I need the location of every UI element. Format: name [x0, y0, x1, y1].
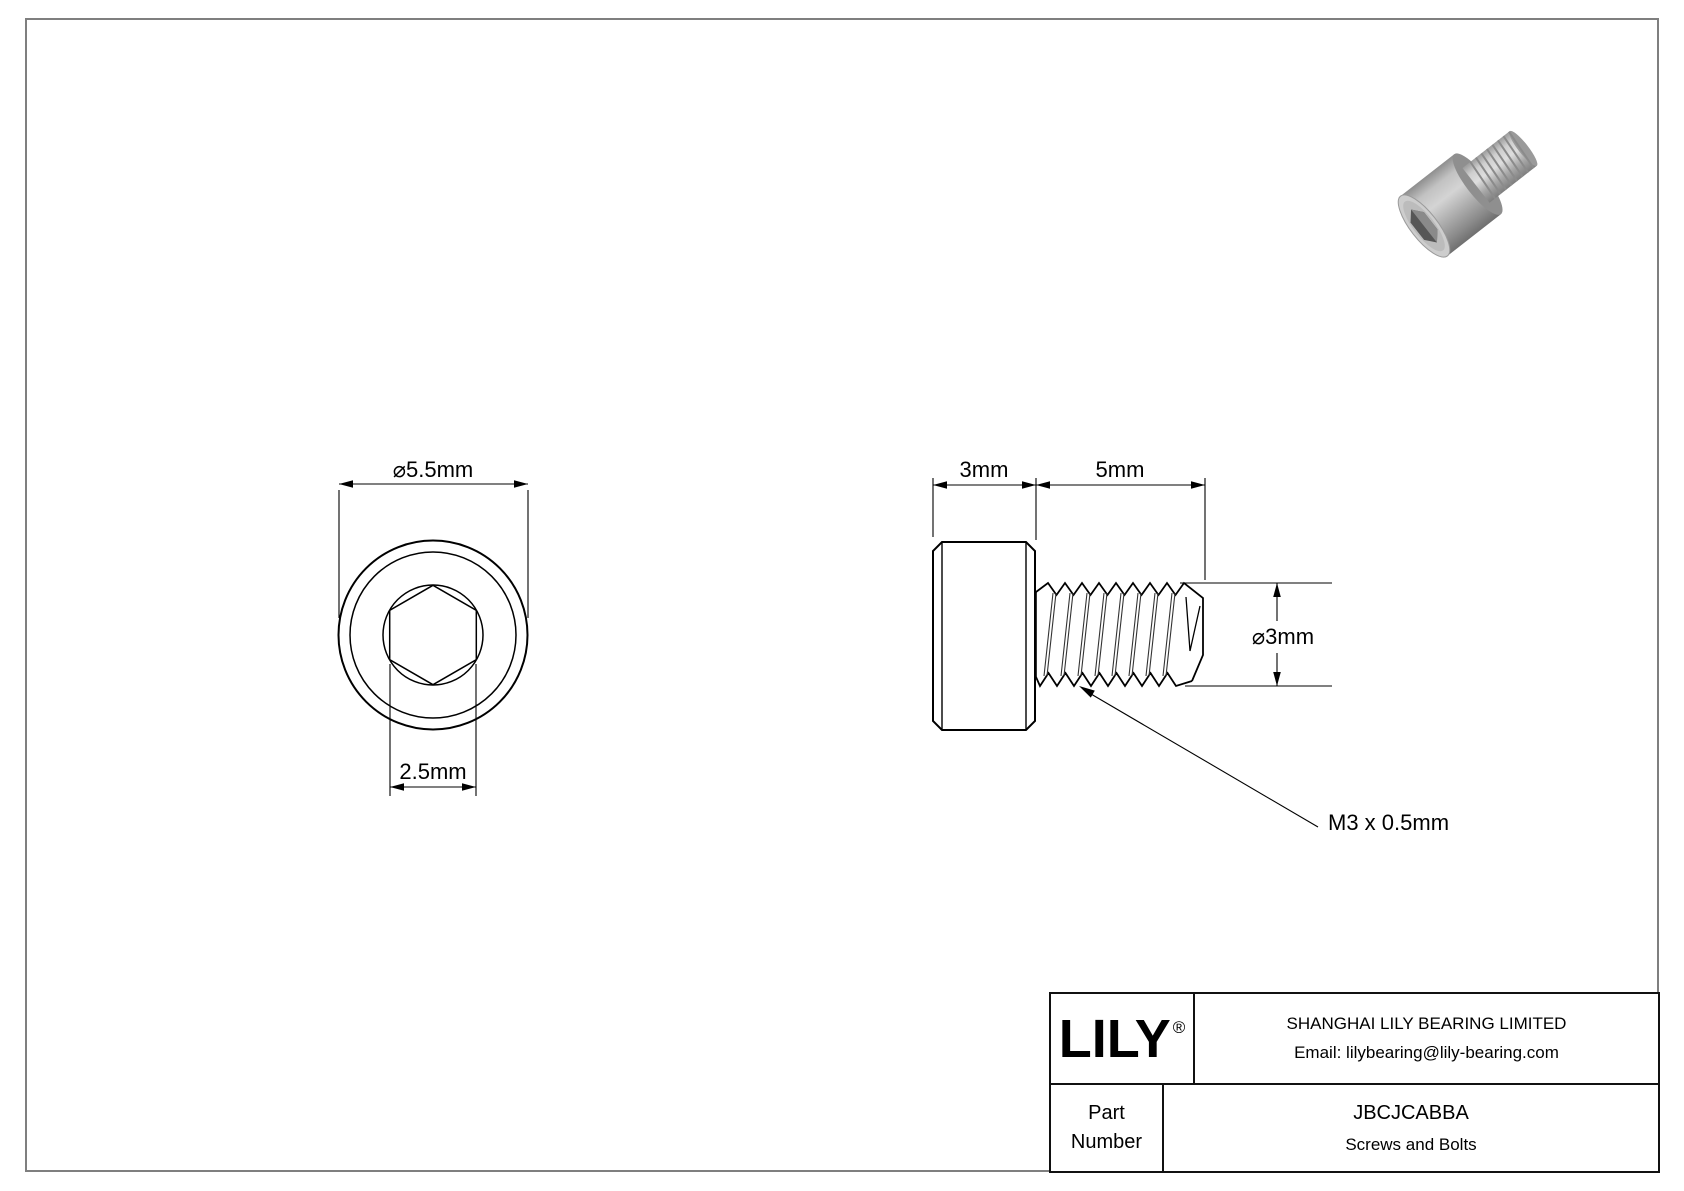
registered-trademark-mark: ®: [1172, 1017, 1186, 1037]
side-view: 3mm 5mm ⌀3mm M3 x 0.5mm: [932, 457, 1449, 835]
socket-circle: [382, 584, 484, 686]
dim-socket-size: 2.5mm: [389, 664, 477, 796]
thread-runout-line: [1185, 596, 1201, 652]
page-border: [25, 18, 1659, 1172]
thread-diameter-label: ⌀3mm: [1252, 624, 1314, 649]
thread-spec-label: M3 x 0.5mm: [1328, 810, 1449, 835]
part-info-cell: JBCJCABBA Screws and Bolts: [1164, 1085, 1658, 1171]
part-label-line2: Number: [1070, 1131, 1143, 1153]
company-cell: SHANGHAI LILY BEARING LIMITED Email: lil…: [1195, 994, 1658, 1083]
thread-flank-lines: [1043, 592, 1176, 677]
dim-arrow: [1191, 481, 1205, 489]
title-block-top-row: LILY® SHANGHAI LILY BEARING LIMITED Emai…: [1051, 994, 1658, 1085]
head-length-label: 3mm: [960, 457, 1009, 482]
dim-extension-lines: [932, 478, 1206, 580]
leader-arrow: [1079, 686, 1095, 698]
dim-arrow-left: [339, 480, 353, 488]
logo-cell: LILY®: [1051, 994, 1195, 1083]
thread-top-profile: [1035, 581, 1204, 682]
head-chamfer-lines: [941, 542, 1027, 730]
screw-3d-thread-ridges: [1469, 131, 1535, 199]
leader-line: [1090, 693, 1319, 828]
part-label-line1: Part: [1088, 1102, 1125, 1124]
head-diameter-label: ⌀5.5mm: [393, 457, 473, 482]
dim-thread-diameter: ⌀3mm: [1180, 582, 1332, 687]
dim-lengths: 3mm 5mm: [932, 457, 1206, 580]
screw-3d-render: [1397, 130, 1538, 258]
dim-arrow: [933, 481, 947, 489]
title-block-bottom-row: Part Number JBCJCABBA Screws and Bolts: [1051, 1085, 1658, 1171]
part-number-value: JBCJCABBA: [1353, 1101, 1469, 1124]
screw-3d-hex-socket-facet: [1411, 209, 1438, 243]
screw-3d-shaft-tip: [1509, 130, 1538, 167]
front-view: ⌀5.5mm 2.5mm: [337, 457, 529, 796]
thread-length-label: 5mm: [1096, 457, 1145, 482]
title-block: LILY® SHANGHAI LILY BEARING LIMITED Emai…: [1049, 992, 1660, 1173]
dim-arrow-up: [1273, 583, 1281, 597]
dim-arrow-right: [514, 480, 528, 488]
company-name: SHANGHAI LILY BEARING LIMITED: [1286, 1014, 1567, 1033]
lily-logo-text: LILY: [1058, 1008, 1171, 1069]
dim-arrow: [1036, 481, 1050, 489]
head-chamfer-circle: [349, 551, 517, 719]
dim-arrow-right: [462, 783, 476, 791]
head-outer-circle: [337, 539, 529, 731]
part-number-label-cell: Part Number: [1051, 1085, 1164, 1171]
dim-arrow-down: [1273, 672, 1281, 686]
dim-extension-lines: [389, 664, 477, 796]
part-category: Screws and Bolts: [1345, 1134, 1477, 1154]
socket-size-label: 2.5mm: [399, 759, 466, 784]
dim-head-diameter: ⌀5.5mm: [338, 457, 529, 618]
thread-spec-leader: M3 x 0.5mm: [1079, 686, 1449, 835]
dim-extension-lines: [338, 490, 529, 618]
lily-logo: LILY®: [1059, 1012, 1186, 1066]
thread-bottom-profile: [1035, 671, 1193, 688]
head-outline: [932, 541, 1036, 731]
dim-extension-lines: [1180, 582, 1332, 687]
dim-arrow: [1022, 481, 1036, 489]
hex-socket-outline: [388, 584, 478, 686]
screw-3d-head-body: [1400, 154, 1501, 256]
company-email: Email: lilybearing@lily-bearing.com: [1294, 1043, 1559, 1062]
dim-arrow-left: [390, 783, 404, 791]
